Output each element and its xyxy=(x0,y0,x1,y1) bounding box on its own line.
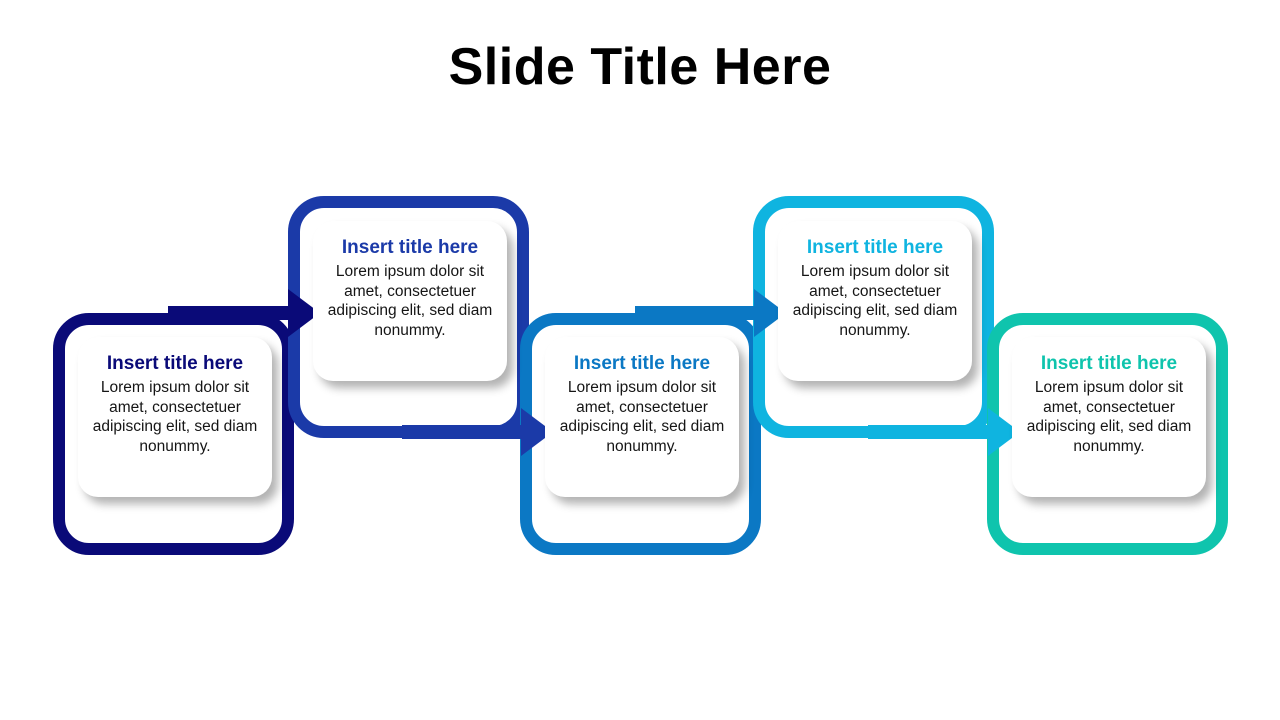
arrow-step-4-to-5 xyxy=(868,408,1020,456)
step-card-4[interactable]: Insert title here Lorem ipsum dolor sit … xyxy=(778,221,972,381)
arrow-step-2-to-3 xyxy=(402,408,553,456)
step-card-1-title: Insert title here xyxy=(106,353,244,374)
step-card-5-title: Insert title here xyxy=(1040,353,1178,374)
step-card-5[interactable]: Insert title here Lorem ipsum dolor sit … xyxy=(1012,337,1206,497)
step-card-1-body: Lorem ipsum dolor sit amet, consectetuer… xyxy=(92,379,258,455)
step-card-2-title: Insert title here xyxy=(341,237,479,258)
step-card-2[interactable]: Insert title here Lorem ipsum dolor sit … xyxy=(313,221,507,381)
step-card-3-title: Insert title here xyxy=(573,353,711,374)
arrow-step-1-to-2 xyxy=(168,289,320,337)
step-card-5-body: Lorem ipsum dolor sit amet, consectetuer… xyxy=(1026,379,1192,455)
step-card-2-body: Lorem ipsum dolor sit amet, consectetuer… xyxy=(327,263,493,339)
step-card-4-title: Insert title here xyxy=(806,237,944,258)
page-title: Slide Title Here xyxy=(448,38,832,96)
step-card-3-body: Lorem ipsum dolor sit amet, consectetuer… xyxy=(559,379,725,455)
arrow-step-3-to-4 xyxy=(635,289,786,337)
step-card-4-body: Lorem ipsum dolor sit amet, consectetuer… xyxy=(792,263,958,339)
step-card-3[interactable]: Insert title here Lorem ipsum dolor sit … xyxy=(545,337,739,497)
step-card-1[interactable]: Insert title here Lorem ipsum dolor sit … xyxy=(78,337,272,497)
